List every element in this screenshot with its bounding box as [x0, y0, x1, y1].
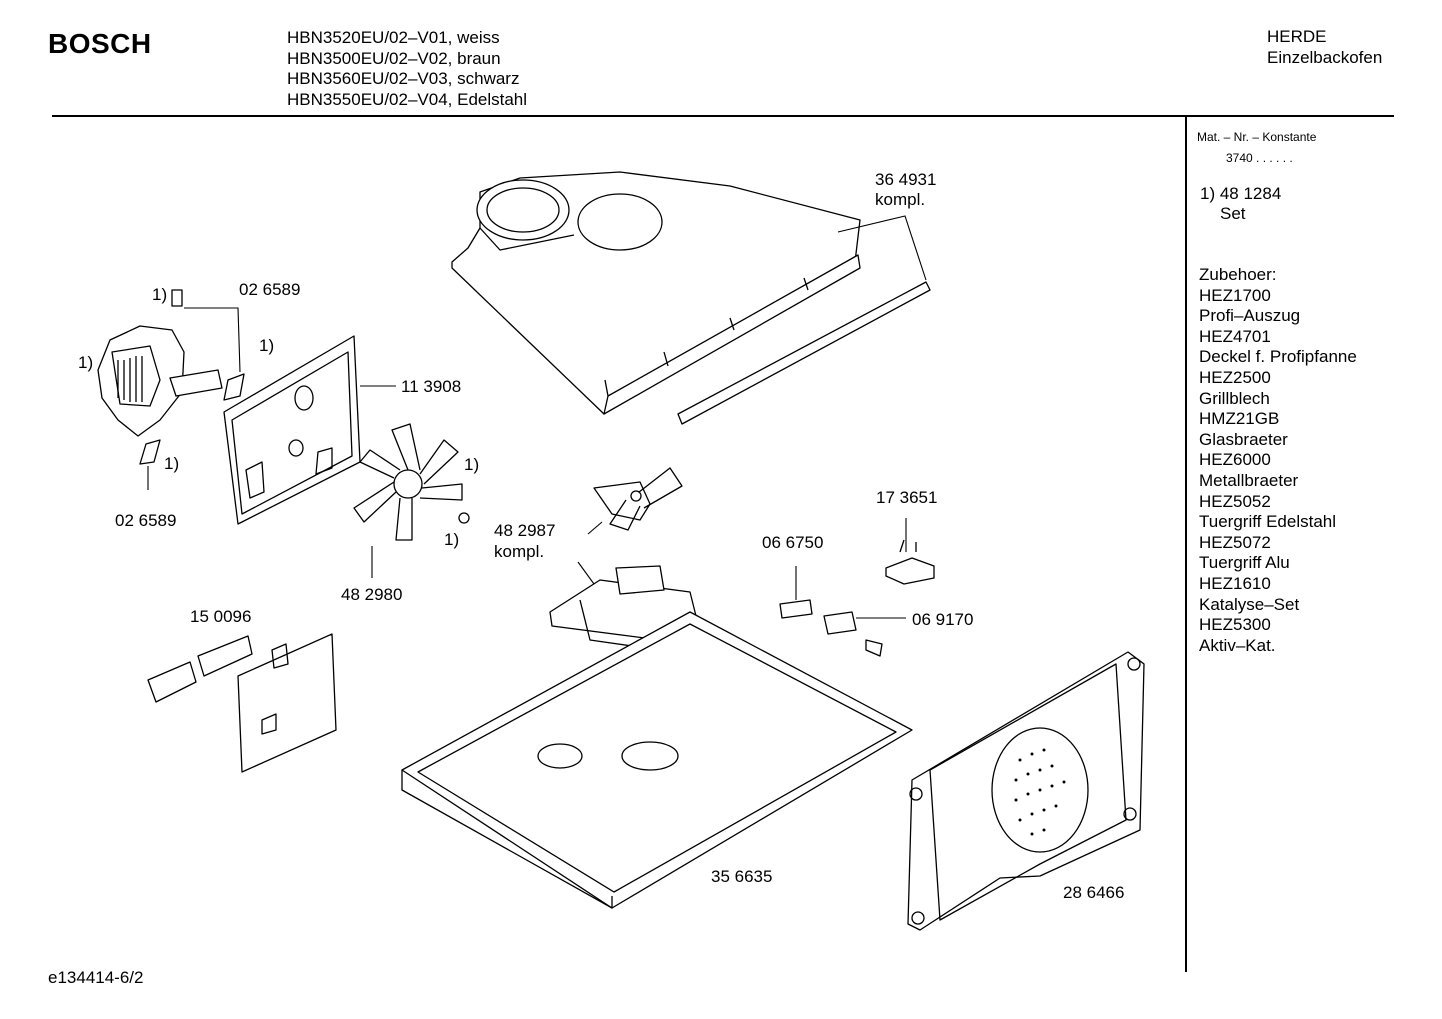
duct-seal-strip: [677, 281, 931, 425]
accessory-desc: Metallbraeter: [1199, 470, 1299, 490]
clip-part: [139, 439, 161, 465]
accessory-code: HEZ4701: [1199, 326, 1271, 346]
category-line: HERDE: [1267, 27, 1327, 46]
note-marker: 1): [444, 530, 460, 549]
accessory-desc: Grillblech: [1199, 388, 1270, 408]
callout-48-2987: 48 2987: [494, 521, 556, 540]
callout-48-2980: 48 2980: [341, 585, 403, 604]
model-line: HBN3500EU/02–V02, braun: [287, 48, 501, 68]
accessory-code: HMZ21GB: [1199, 409, 1280, 429]
callout-02-6589-top: 02 6589: [239, 280, 301, 299]
mat-value: 3740 . . . . . .: [1226, 151, 1293, 165]
fan-nut: [458, 512, 470, 524]
accessories-title: Zubehoer:: [1199, 265, 1277, 284]
callout-28-6466: 28 6466: [1063, 883, 1125, 902]
cavity-base-plate: [401, 611, 913, 909]
guard-perforation: [1014, 748, 1066, 836]
callout-15-0096: 15 0096: [190, 607, 252, 626]
back-panel: [223, 335, 361, 525]
note-number: 1) 48 1284: [1200, 184, 1282, 203]
note-marker: 1): [259, 336, 275, 355]
fan-wheel: [353, 423, 463, 541]
accessory-desc: Katalyse–Set: [1199, 594, 1300, 614]
accessory-desc: Glasbraeter: [1199, 429, 1288, 449]
rear-fan-guard: [907, 651, 1145, 931]
fan-motor-assembly: [549, 467, 697, 651]
mat-label: Mat. – Nr. – Konstante: [1197, 130, 1317, 144]
thermostat: [885, 539, 935, 585]
accessory-desc: Deckel f. Profipfanne: [1199, 347, 1357, 367]
clip-part: [223, 373, 245, 401]
fan-motor: [97, 325, 223, 437]
bracket-part: [865, 639, 883, 657]
callout-36-4931: 36 4931: [875, 170, 937, 189]
switch-part: [823, 611, 857, 635]
accessory-code: HEZ5052: [1199, 491, 1271, 511]
accessories-list: Zubehoer: HEZ1700 Profi–Auszug HEZ4701 D…: [1199, 265, 1357, 656]
sidebar-divider: [1185, 117, 1187, 972]
callout-48-2987-sub: kompl.: [494, 542, 545, 561]
accessory-desc: Tuergriff Edelstahl: [1199, 512, 1337, 532]
note-marker: 1): [152, 285, 168, 304]
header-divider: [52, 115, 1394, 117]
callout-06-6750: 06 6750: [762, 533, 824, 552]
fan-duct-cover: [451, 171, 861, 415]
callout-11-3908: 11 3908: [401, 377, 462, 396]
accessory-code: HEZ2500: [1199, 367, 1271, 387]
accessory-code: HEZ6000: [1199, 450, 1271, 470]
accessory-desc: Tuergriff Alu: [1199, 553, 1290, 573]
relay-board: [147, 633, 337, 773]
document-id: e134414-6/2: [48, 968, 144, 987]
model-line: HBN3550EU/02–V04, Edelstahl: [287, 89, 528, 109]
note-text: Set: [1220, 204, 1246, 223]
category: HERDE Einzelbackofen: [1267, 27, 1382, 68]
note-marker: 1): [164, 454, 180, 473]
brand-logo: BOSCH: [48, 28, 152, 59]
accessory-desc: Aktiv–Kat.: [1199, 635, 1276, 655]
callout-06-9170: 06 9170: [912, 610, 974, 629]
accessory-code: HEZ5072: [1199, 532, 1271, 552]
callout-02-6589-bottom: 02 6589: [115, 511, 177, 530]
note-marker: 1): [464, 455, 480, 474]
note-marker: 1): [78, 353, 94, 372]
switch-part: [779, 599, 813, 619]
clip-part: [171, 289, 183, 307]
callout-36-4931-sub: kompl.: [875, 190, 926, 209]
accessory-code: HEZ1700: [1199, 285, 1271, 305]
model-line: HBN3560EU/02–V03, schwarz: [287, 69, 520, 88]
accessory-code: HEZ5300: [1199, 615, 1271, 635]
callout-17-3651: 17 3651: [876, 488, 938, 507]
category-line: Einzelbackofen: [1267, 47, 1383, 67]
leader-lines: [147, 215, 927, 619]
accessory-desc: Profi–Auszug: [1199, 306, 1301, 326]
accessory-code: HEZ1610: [1199, 573, 1271, 593]
callout-35-6635: 35 6635: [711, 867, 773, 886]
model-line: HBN3520EU/02–V01, weiss: [287, 28, 500, 47]
model-list: HBN3520EU/02–V01, weiss HBN3500EU/02–V02…: [287, 28, 527, 110]
